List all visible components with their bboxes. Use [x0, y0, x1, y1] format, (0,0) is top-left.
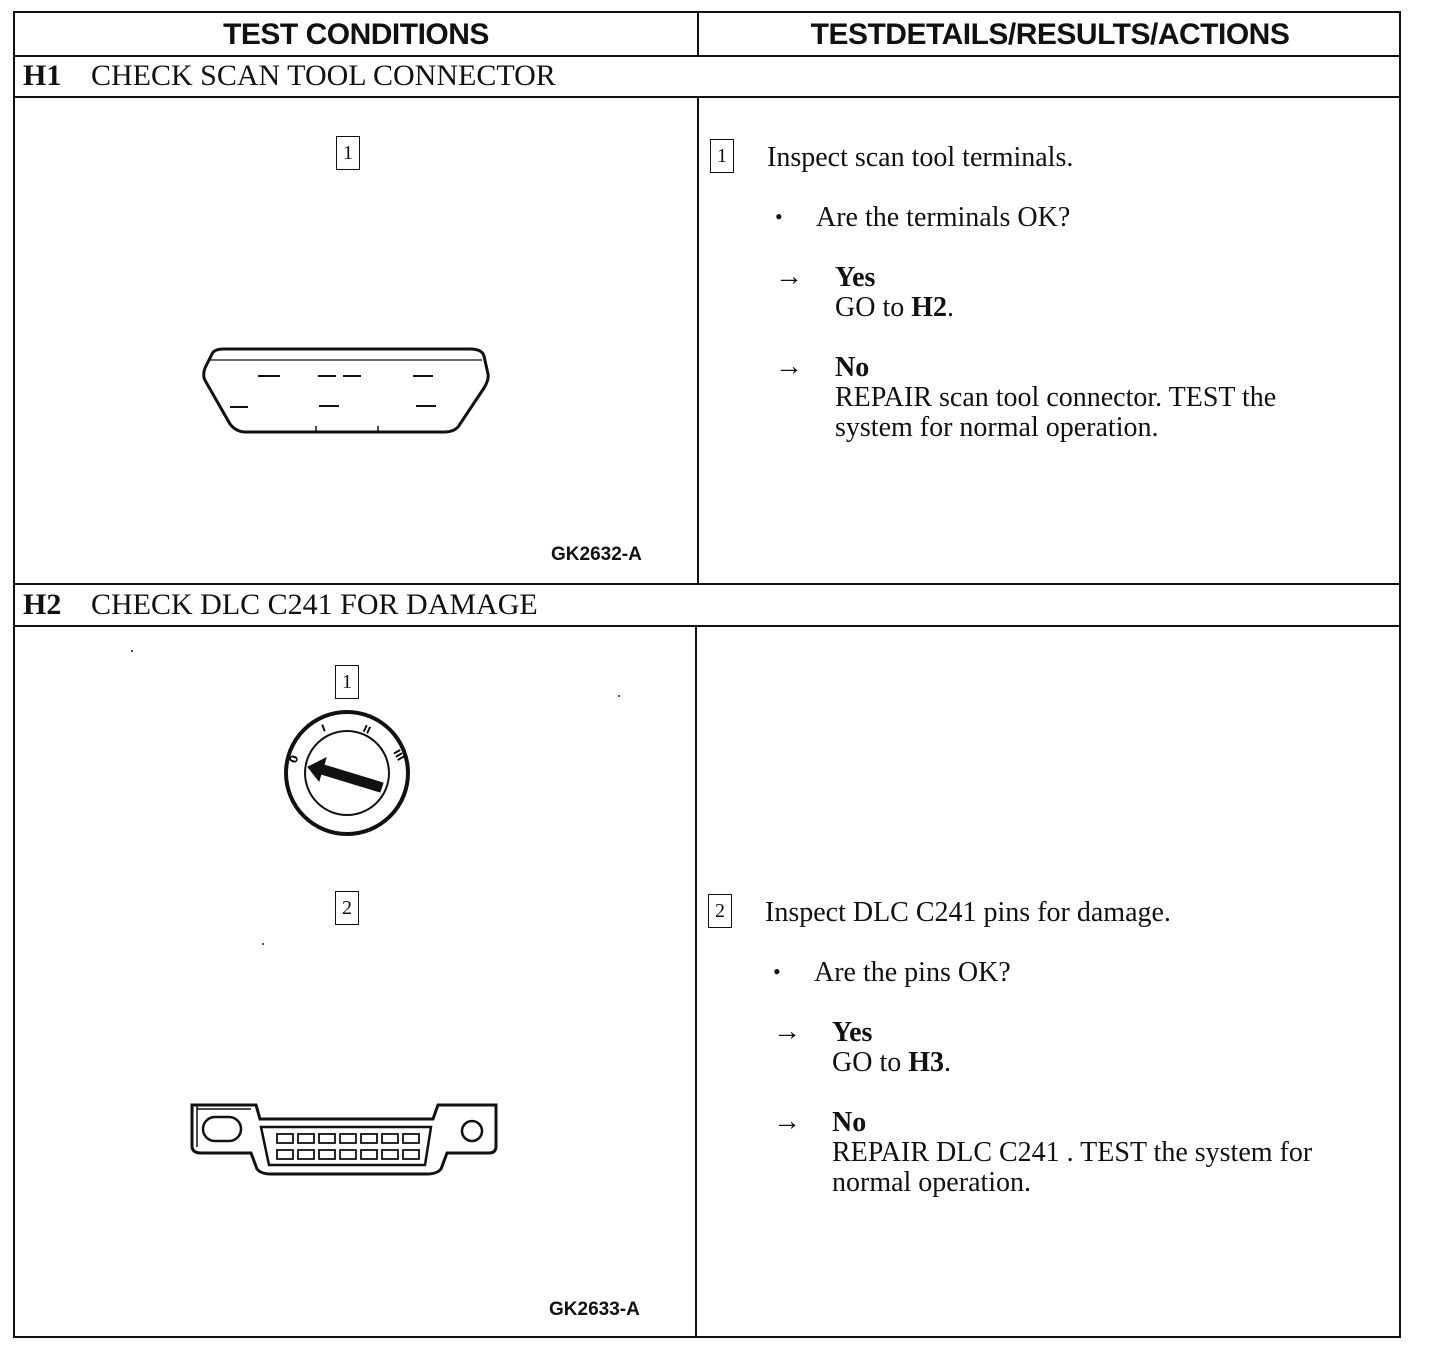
h2-test-id: H2	[23, 588, 62, 621]
h1-yes-block: Yes GO to H2.	[835, 263, 954, 323]
h1-figure-id: GK2632-A	[551, 544, 642, 565]
test-procedure-table: TEST CONDITIONS TESTDETAILS/RESULTS/ACTI…	[13, 11, 1401, 1338]
h1-bullet-icon: •	[775, 204, 783, 229]
h2-action-text: Inspect DLC C241 pins for damage.	[765, 897, 1171, 928]
h1-yes-text: GO to	[835, 292, 912, 323]
h2-column-divider	[695, 626, 697, 1338]
header-column-divider	[697, 13, 699, 56]
h2-title-divider	[15, 625, 1399, 627]
h2-yes-target: H3	[908, 1047, 945, 1078]
h1-column-divider	[697, 97, 699, 584]
h2-bullet-icon: •	[773, 959, 781, 984]
h2-yes-label: Yes	[832, 1017, 873, 1048]
ignition-label-0: 0	[287, 753, 302, 765]
h2-yes-end: .	[944, 1047, 952, 1078]
h1-title-divider	[15, 96, 1399, 98]
h1-yes-target: H2	[911, 292, 948, 323]
h2-yes-block: Yes GO to H3.	[832, 1018, 951, 1078]
scan-speck	[618, 695, 620, 697]
h1-step-box: 1	[710, 139, 734, 173]
column-header-test-details: TESTDETAILS/RESULTS/ACTIONS	[810, 18, 1290, 51]
h2-yes-action: GO to H3.	[832, 1048, 951, 1078]
h1-yes-arrow-icon: →	[775, 261, 803, 292]
ignition-label-2: II	[361, 724, 372, 737]
h2-figure-id: GK2633-A	[549, 1299, 640, 1320]
ignition-label-1: I	[320, 723, 327, 735]
column-header-test-conditions: TEST CONDITIONS	[223, 18, 489, 51]
h2-section-title: H2 CHECK DLC C241 FOR DAMAGE	[23, 586, 538, 624]
h1-no-label: No	[835, 352, 870, 383]
h2-no-arrow-icon: →	[773, 1106, 801, 1137]
h1-section-title: H1 CHECK SCAN TOOL CONNECTOR	[23, 57, 556, 95]
h1-action-text: Inspect scan tool terminals.	[767, 142, 1074, 173]
dlc-connector-icon	[190, 1103, 498, 1176]
h1-question: Are the terminals OK?	[816, 202, 1071, 233]
h1-no-block: No REPAIR scan tool connector. TEST the …	[835, 353, 1276, 443]
h2-test-title: CHECK DLC C241 FOR DAMAGE	[91, 588, 538, 621]
h2-yes-text: GO to	[832, 1047, 909, 1078]
h1-yes-end: .	[947, 292, 955, 323]
h1-test-title: CHECK SCAN TOOL CONNECTOR	[91, 59, 556, 92]
h1-figure-step-1: 1	[336, 136, 360, 170]
h1-test-id: H1	[23, 59, 62, 92]
h1-yes-label: Yes	[835, 262, 876, 293]
h2-figure-step-1: 1	[335, 665, 359, 699]
h2-no-label: No	[832, 1107, 867, 1138]
ignition-label-3: III	[390, 748, 405, 763]
h2-no-text-line-2: normal operation.	[832, 1167, 1032, 1198]
h2-yes-arrow-icon: →	[773, 1016, 801, 1047]
scan-speck	[262, 943, 264, 945]
h2-question: Are the pins OK?	[814, 957, 1011, 988]
scan-speck	[131, 650, 133, 652]
h1-no-text-line-1: REPAIR scan tool connector. TEST the	[835, 382, 1277, 413]
header-divider	[15, 55, 1399, 57]
scan-tool-connector-icon	[202, 347, 490, 434]
h1-section-divider	[15, 583, 1399, 585]
h2-figure-step-2: 2	[335, 891, 359, 925]
h1-yes-action: GO to H2.	[835, 293, 954, 323]
ignition-switch-icon: 0 I II III	[284, 710, 410, 836]
h2-no-block: No REPAIR DLC C241 . TEST the system for…	[832, 1108, 1312, 1198]
h1-no-text-line-2: system for normal operation.	[835, 412, 1159, 443]
h2-step-box: 2	[708, 894, 732, 928]
h1-no-arrow-icon: →	[775, 351, 803, 382]
h2-no-text-line-1: REPAIR DLC C241 . TEST the system for	[832, 1137, 1313, 1168]
